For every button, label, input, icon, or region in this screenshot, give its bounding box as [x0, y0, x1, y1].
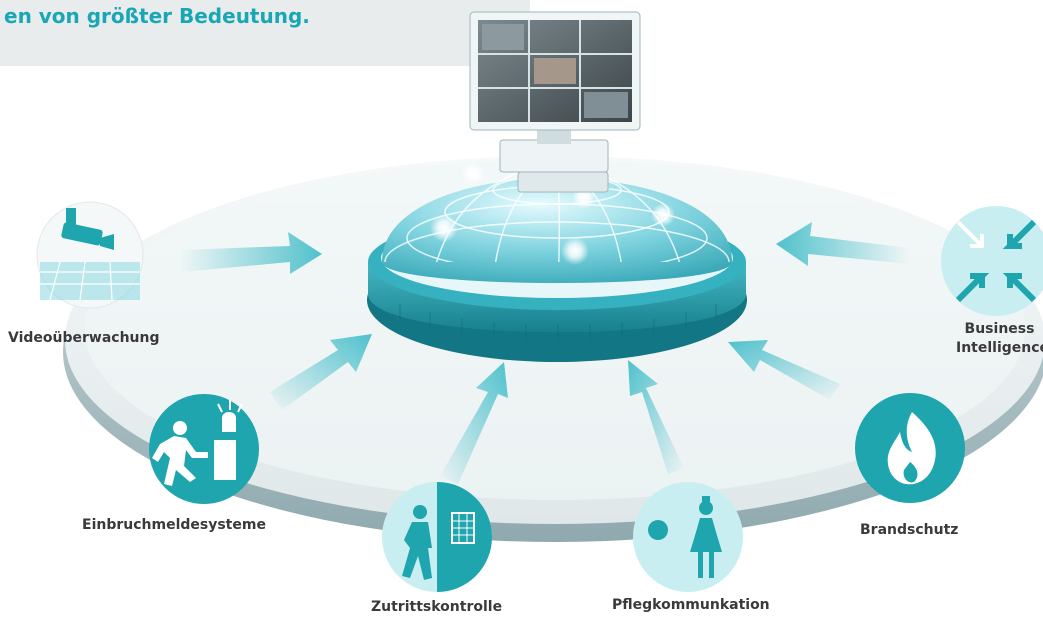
arrow-alarm: [270, 334, 372, 410]
header-banner: en von größter Bedeutung.: [0, 0, 530, 66]
label-access: Zutrittskontrolle: [371, 599, 503, 615]
system-bi: [941, 206, 1043, 316]
arrow-fire: [728, 340, 840, 400]
surveillance-monitor-icon: [469, 11, 641, 193]
system-fire: [855, 393, 965, 503]
label-fire: Brandschutz: [860, 522, 959, 538]
label-alarm: Einbruchmeldesysteme: [82, 517, 266, 533]
intruder-alarm-icon: [152, 400, 243, 486]
label-bi: Business Intelligence: [956, 321, 1043, 356]
door-access-icon: [402, 505, 475, 580]
system-access: [382, 482, 492, 592]
arrows: [180, 222, 910, 484]
label-nurse: Pflegkommunkation: [612, 597, 770, 613]
nurse-call-icon: [648, 496, 722, 578]
glow-nodes: [430, 162, 675, 265]
arrow-nurse: [628, 360, 684, 474]
arrows-converge-icon: [955, 219, 1037, 303]
system-alarm: [149, 394, 259, 504]
security-camera-icon: [40, 208, 140, 301]
arrow-video: [180, 232, 322, 274]
arrow-bi: [776, 222, 910, 266]
system-nurse: [633, 482, 743, 592]
arrow-access: [440, 362, 508, 484]
label-video: Videoüberwachung: [8, 330, 160, 346]
headline: en von größter Bedeutung.: [4, 4, 310, 28]
system-video: [36, 201, 144, 309]
hub-dome: [367, 162, 747, 362]
flame-icon: [887, 412, 936, 485]
